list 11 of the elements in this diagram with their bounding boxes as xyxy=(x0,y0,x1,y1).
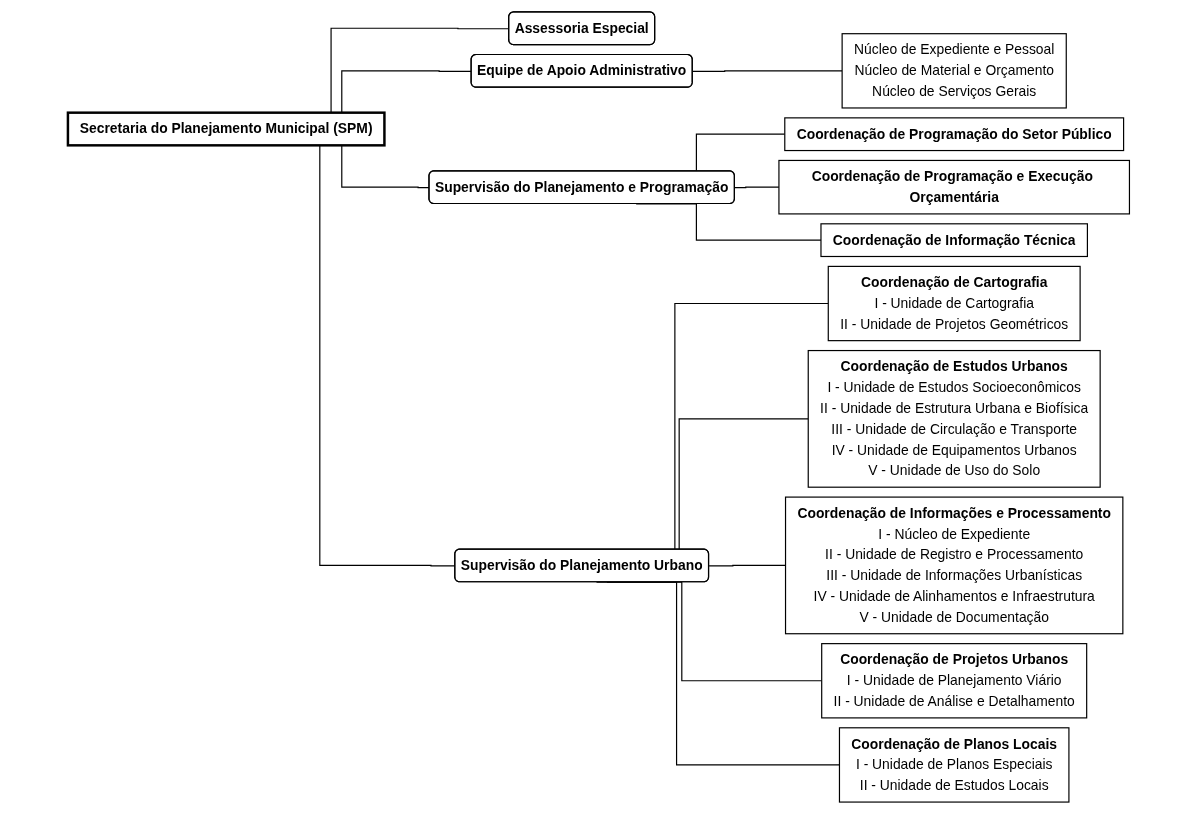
connector xyxy=(734,186,780,189)
node-box: Coordenação de Planos Locais I - Unidade de Planos Especiais II - Unidade de Estudos Locais xyxy=(839,727,1070,803)
node-box: Coordenação de Estudos Urbanos I - Unidade de Estudos Socioeconômicos II - Unidade de Estrutura Urbana e Biofísica III - Unidade de Circulação e Transporte IV - Unidade de Equipamentos Urbanos V - Unidade de Uso do Solo xyxy=(807,349,1102,488)
node-box: Coordenação de Cartografia I - Unidade de Cartografia II - Unidade de Projetos Geométricos xyxy=(828,265,1081,342)
node-box: Coordenação de Informações e Processamento I - Núcleo de Expediente II - Unidade de Registro e Processamento III - Unidade de Informações Urbanísticas IV - Unidade de Alinhamentos e Infraestrutura V - Unidade de Documentação xyxy=(785,496,1124,635)
node-box: Coordenação de Projetos Urbanos I - Unidade de Planejamento Viário II - Unidade de Análise e Detalhamento xyxy=(821,643,1088,719)
node-box: Núcleo de Expediente e Pessoal Núcleo de Material e Orçamento Núcleo de Serviços Gerais xyxy=(841,33,1068,109)
node-box: Coordenação de Programação e Execução Orçamentária xyxy=(778,159,1131,215)
node-box: Secretaria do Planejamento Municipal (SPM) xyxy=(67,111,386,147)
node-box: Coordenação de Informação Técnica xyxy=(820,223,1089,258)
node-box: Coordenação de Programação do Setor Público xyxy=(784,117,1125,152)
